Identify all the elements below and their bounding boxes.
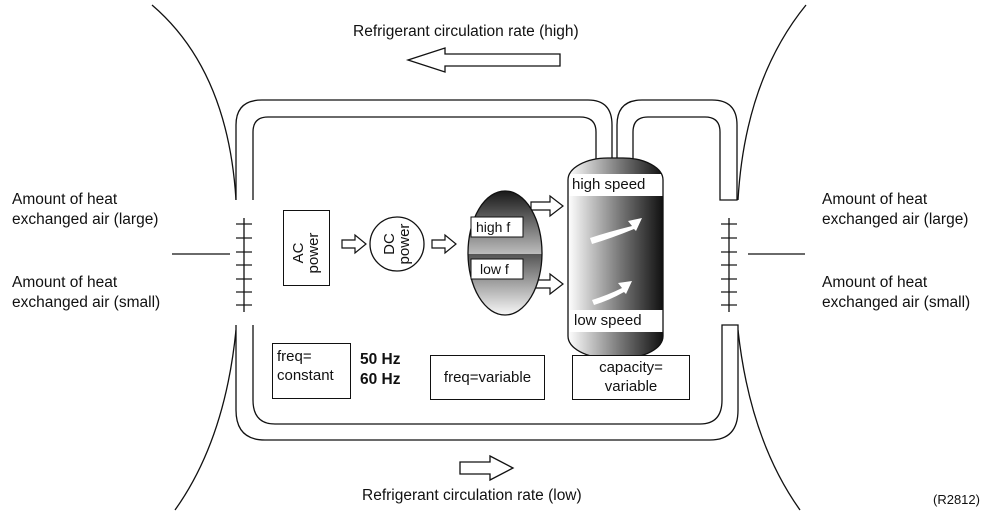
- right-curve-bottom: [737, 329, 801, 511]
- arrow-ac-dc: [341, 233, 367, 255]
- left-curve-top: [151, 4, 237, 201]
- ac-power-box: [283, 210, 330, 286]
- flow-arrow-left: [405, 47, 561, 73]
- left-curve-bottom: [174, 329, 237, 511]
- rate-low-label: Refrigerant circulation rate (low): [362, 487, 582, 504]
- capacity-variable-box: capacity=variable: [572, 355, 690, 400]
- freq-variable-box: freq=variable: [430, 355, 545, 400]
- left-ticks: [236, 223, 252, 306]
- pipe-top-left: [235, 99, 613, 200]
- reference-code: (R2812): [933, 492, 980, 507]
- low-f-label: low f: [480, 261, 509, 277]
- pipe-top-right: [616, 99, 738, 201]
- rotation-arrow-high: [590, 218, 642, 244]
- flow-arrow-right: [459, 454, 515, 482]
- right-ticks: [721, 223, 737, 306]
- freq-constant-box: freq=constant: [272, 343, 351, 399]
- arrow-dc-inv: [431, 233, 457, 255]
- high-speed-label: high speed: [572, 176, 646, 193]
- compressor: [568, 158, 663, 358]
- dc-power-circle: [369, 216, 425, 272]
- pipe-bottom: [235, 324, 739, 441]
- rate-high-label: Refrigerant circulation rate (high): [353, 23, 579, 40]
- arrow-high: [530, 194, 564, 218]
- low-speed-label: low speed: [574, 312, 642, 329]
- rotation-arrow-low: [592, 281, 632, 305]
- right-curve-top: [737, 4, 807, 201]
- high-f-label: high f: [476, 219, 511, 235]
